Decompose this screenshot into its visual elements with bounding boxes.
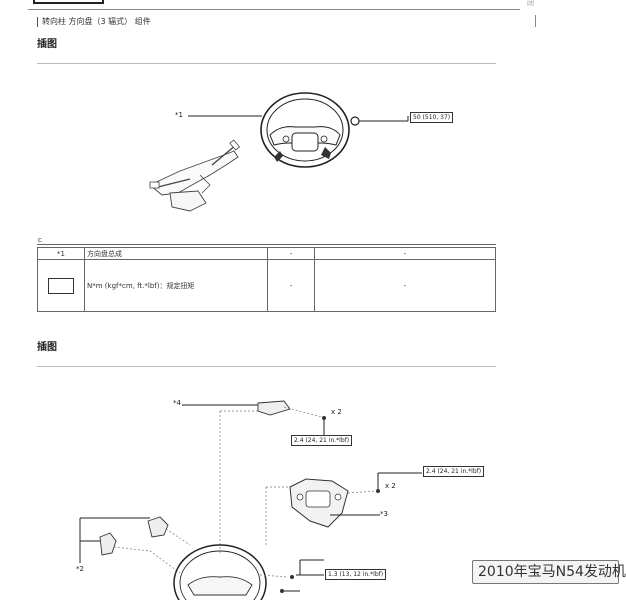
watermark-badge: 2010年宝马N54发动机	[472, 560, 626, 584]
lever-upper-tip	[229, 139, 241, 151]
top-divider	[28, 9, 520, 10]
torque-label-1: 50 (510, 37)	[410, 112, 454, 123]
combination-switch-body	[149, 150, 239, 196]
part-3-pad-core	[305, 490, 331, 508]
legend-symbol-cell	[37, 259, 85, 312]
column-wire	[199, 174, 211, 194]
screw-a-icon	[322, 416, 326, 420]
switch-right	[320, 135, 328, 143]
part-2-dash	[113, 528, 191, 574]
lower-dash	[259, 574, 289, 578]
nut-icon	[350, 116, 360, 126]
breadcrumb-bar	[37, 16, 38, 27]
lever-lower-tip	[149, 181, 160, 189]
part-3-dash	[347, 490, 377, 494]
legend-label-2: N*m (kgf*cm, ft.*lbf)：规定扭矩	[84, 259, 268, 312]
legend-row1-col4: -	[314, 247, 496, 260]
breadcrumb-text: 转向柱 方向盘（3 辐式） 组件	[42, 17, 151, 26]
callout-3: *3	[380, 510, 388, 518]
legend-row2-col3: -	[267, 259, 315, 312]
paddle-left	[274, 151, 283, 162]
column-bracket	[169, 190, 207, 212]
part-2-switch-upper	[147, 516, 169, 538]
illustration-2-rule	[37, 366, 496, 367]
part-4-dash	[283, 406, 323, 418]
torque-label-a: 2.4 (24, 21 in.*lbf)	[291, 435, 353, 446]
torque-label-c: 1.3 (13, 12 in.*lbf)	[325, 569, 387, 580]
torque-label-b: 2.4 (24, 21 in.*lbf)	[423, 466, 485, 477]
callout-2: *2	[76, 565, 84, 573]
legend-key-1: *1	[37, 247, 85, 260]
steering-wheel-diagram	[149, 92, 409, 212]
part-2-switch-lower	[99, 532, 117, 556]
illustration-1-title: 插图	[37, 39, 57, 50]
part-4-cover	[257, 400, 291, 416]
top-tab-box	[33, 0, 104, 4]
lever-lower	[157, 178, 191, 188]
qty-a: x 2	[331, 408, 342, 416]
legend-table: *1 方向盘总成 - - N*m (kgf*cm, ft.*lbf)：规定扭矩 …	[37, 247, 496, 312]
wheel-rim-outer	[260, 92, 350, 168]
illustration-1-rule	[37, 63, 496, 64]
right-bar	[535, 15, 536, 27]
legend-row-1: *1 方向盘总成 - -	[37, 247, 496, 260]
breadcrumb: 转向柱 方向盘（3 辐式） 组件	[37, 16, 151, 27]
legend-caption: c	[38, 236, 42, 244]
wheel2-spokes	[187, 576, 253, 596]
callout-4: *4	[173, 399, 181, 407]
corner-text: 闭	[527, 0, 534, 7]
legend-top-rule	[37, 244, 496, 245]
wheel-rim-inner	[266, 98, 344, 162]
screw-b-icon	[376, 489, 380, 493]
lever-upper	[211, 144, 237, 166]
torque-symbol-icon	[48, 277, 74, 294]
callout-1: *1	[175, 111, 183, 119]
part-3-switch-l	[296, 493, 304, 501]
exploded-view-diagram	[79, 400, 422, 600]
wheel2-rim-outer	[173, 544, 267, 600]
screw-d-icon	[280, 589, 284, 593]
qty-b: x 2	[385, 482, 396, 490]
paddle-right	[321, 147, 331, 159]
wheel2-rim-inner	[179, 550, 261, 600]
legend-row2-col4: -	[314, 259, 496, 312]
legend-row-2: N*m (kgf*cm, ft.*lbf)：规定扭矩 - -	[37, 259, 496, 312]
illustration-2-title: 插图	[37, 342, 57, 353]
legend-row1-col3: -	[267, 247, 315, 260]
wheel-hub	[291, 132, 319, 152]
switch-left	[282, 135, 290, 143]
part-3-dash-left	[265, 486, 290, 545]
legend-label-1: 方向盘总成	[84, 247, 268, 260]
part-3-switch-r	[334, 493, 342, 501]
screw-c-icon	[290, 575, 294, 579]
